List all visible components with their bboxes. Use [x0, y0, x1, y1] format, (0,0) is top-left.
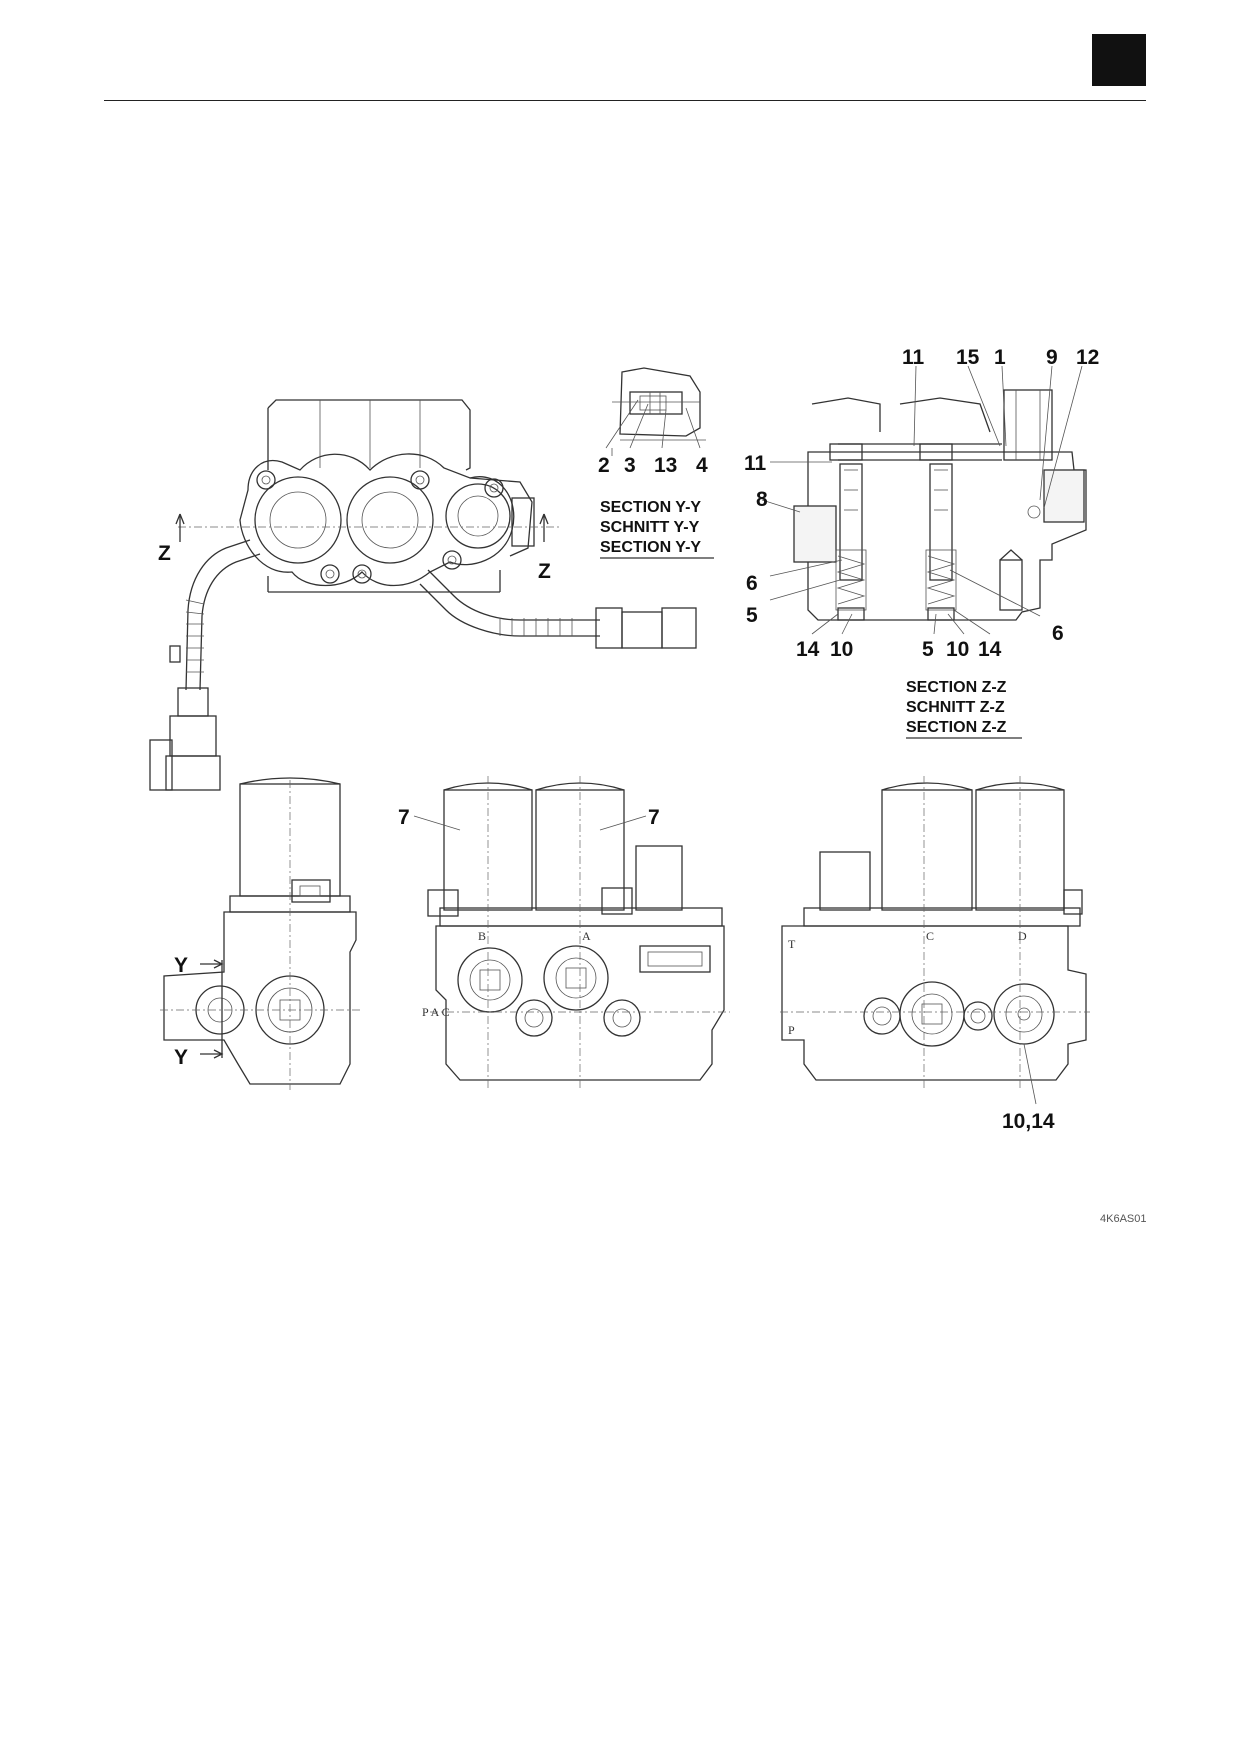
callout-yy-3: 3	[624, 454, 636, 477]
section-yy-line-2: SCHNITT Y-Y	[600, 519, 700, 536]
callout-zz-5-bottom: 5	[922, 638, 934, 661]
port-label-b: B	[478, 929, 486, 943]
section-yy-line-3: SECTION Y-Y	[600, 539, 701, 556]
callout-zz-10-left: 10	[830, 638, 853, 661]
port-label-c: C	[926, 929, 934, 943]
callout-zz-11-side: 11	[744, 452, 767, 475]
valve-front-view	[413, 776, 730, 1090]
callout-zz-15: 15	[956, 346, 980, 369]
port-label-d: D	[1018, 929, 1027, 943]
port-label-t: T	[788, 937, 796, 951]
callout-zz-14-bottom: 14	[978, 638, 1002, 661]
valve-top-view	[149, 399, 697, 791]
section-zz-line-1: SECTION Z-Z	[906, 679, 1007, 696]
section-zz-line-2: SCHNITT Z-Z	[906, 699, 1005, 716]
figure-code: 4K6AS01	[1100, 1213, 1146, 1225]
callout-yy-13: 13	[654, 454, 677, 477]
callout-10-14: 10,14	[1002, 1110, 1055, 1133]
callout-yy-4: 4	[696, 454, 708, 477]
callout-7-left: 7	[398, 806, 410, 829]
callout-zz-8: 8	[756, 488, 768, 511]
valve-rear-view	[780, 776, 1090, 1105]
callout-zz-6-left: 6	[746, 572, 758, 595]
corner-tab	[1092, 34, 1146, 86]
section-zz-line-3: SECTION Z-Z	[906, 719, 1007, 736]
callout-zz-14-left: 14	[796, 638, 820, 661]
callout-yy-2: 2	[598, 454, 610, 477]
header-rule	[104, 100, 1146, 101]
callout-zz-1: 1	[994, 346, 1006, 369]
cut-mark-z-left: Z	[158, 542, 171, 565]
port-label-p: P	[788, 1023, 795, 1037]
callout-zz-6-right: 6	[1052, 622, 1064, 645]
callout-zz-5-left: 5	[746, 604, 758, 627]
section-yy-line-1: SECTION Y-Y	[600, 499, 701, 516]
callout-7-right: 7	[648, 806, 660, 829]
port-label-pac: P A C	[422, 1005, 450, 1019]
callout-zz-10-bottom: 10	[946, 638, 969, 661]
callout-zz-9: 9	[1046, 346, 1058, 369]
callout-zz-12: 12	[1076, 346, 1099, 369]
cut-mark-y-top: Y	[174, 954, 188, 977]
section-yy-detail	[605, 367, 706, 456]
cut-mark-z-right: Z	[538, 560, 551, 583]
port-label-a: A	[582, 929, 591, 943]
cut-mark-y-bottom: Y	[174, 1046, 188, 1069]
section-zz-view	[761, 365, 1087, 635]
valve-side-view	[160, 777, 360, 1090]
callout-zz-11-top: 11	[902, 346, 925, 369]
